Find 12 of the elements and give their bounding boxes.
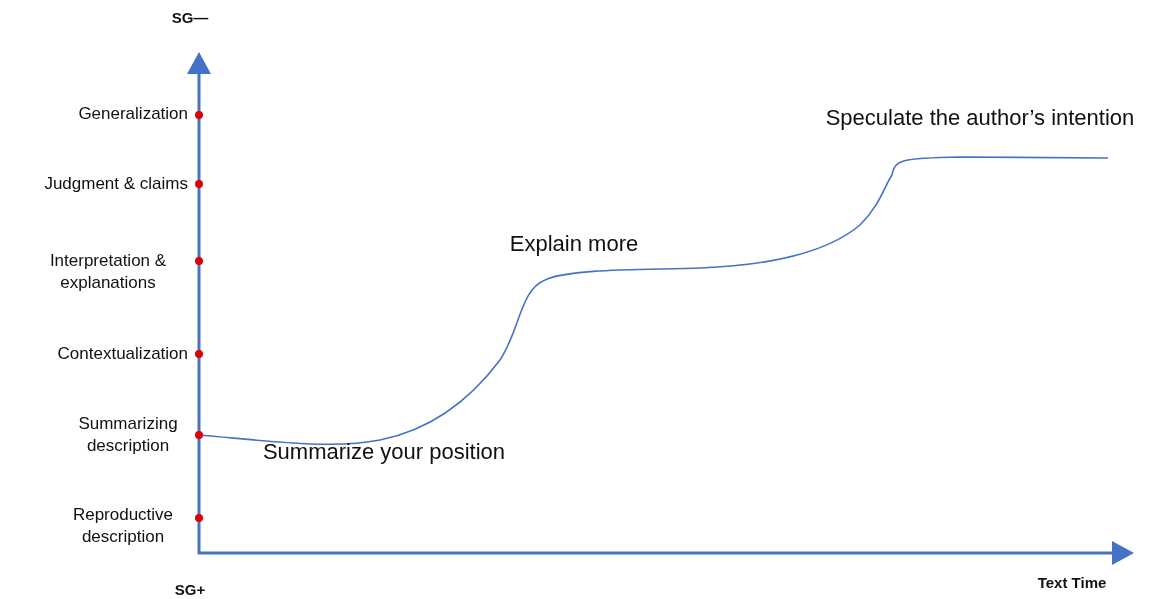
axis-label: Reproductive description	[71, 504, 175, 549]
axis-title: Text Time	[1037, 573, 1107, 593]
curve-annotation: Speculate the author’s intention	[825, 104, 1135, 132]
axis-label: Contextualization	[57, 343, 188, 365]
curve-annotation: Summarize your position	[262, 438, 506, 466]
axis-label: Interpretation & explanations	[48, 250, 168, 295]
axis-title: SG+	[174, 580, 206, 599]
axis-title: SG—	[171, 8, 209, 28]
axis-label: Summarizing description	[77, 413, 179, 458]
axis-label: Judgment & claims	[44, 173, 188, 195]
axis-label: Generalization	[78, 103, 188, 125]
curve-annotation: Explain more	[509, 230, 639, 258]
